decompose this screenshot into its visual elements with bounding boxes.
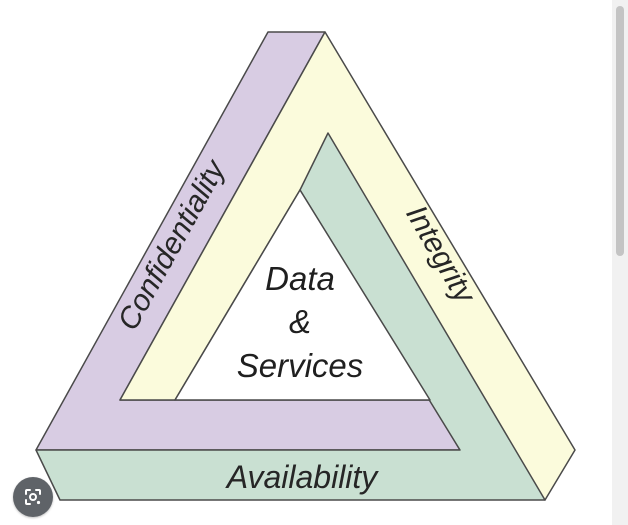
availability-label: Availability <box>225 459 380 495</box>
availability-band <box>35 132 546 501</box>
center-label-services: Services <box>237 347 364 384</box>
lens-search-button[interactable] <box>13 477 53 517</box>
center-label-ampersand: & <box>289 303 311 340</box>
center-triangle <box>174 189 431 401</box>
center-label-data: Data <box>265 260 335 297</box>
vertical-scrollbar[interactable] <box>612 0 628 525</box>
scrollbar-thumb[interactable] <box>616 6 624 256</box>
lens-search-icon <box>25 489 41 505</box>
